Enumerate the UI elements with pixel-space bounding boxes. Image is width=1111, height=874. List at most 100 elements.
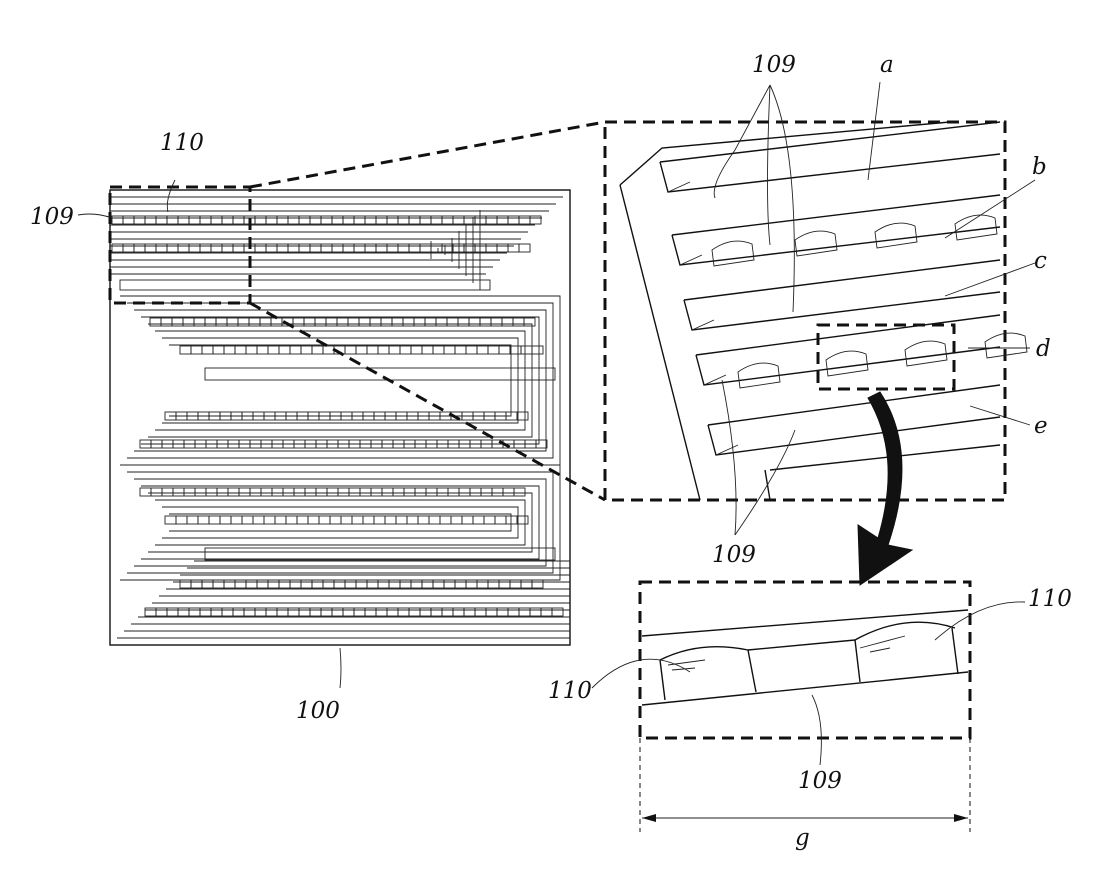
cell: [477, 346, 488, 354]
cell: [224, 580, 235, 588]
cell: [407, 516, 418, 524]
cell: [341, 516, 352, 524]
dim-arrow-left-icon: [642, 814, 656, 822]
fold-outline: [120, 465, 560, 580]
cell: [365, 608, 376, 616]
cell: [187, 516, 198, 524]
cell: [220, 516, 231, 524]
cell: [506, 516, 517, 524]
cell: [140, 488, 151, 496]
serpentine-structure: [110, 190, 570, 645]
cell: [422, 580, 433, 588]
cell: [519, 216, 530, 224]
cell: [356, 346, 367, 354]
cell: [442, 216, 453, 224]
cell: [189, 244, 200, 252]
cell: [321, 608, 332, 616]
cell: [283, 488, 294, 496]
cell: [294, 488, 305, 496]
cell: [475, 244, 486, 252]
cell: [308, 516, 319, 524]
cell: [156, 608, 167, 616]
cell: [213, 580, 224, 588]
cell: [268, 580, 279, 588]
cell: [521, 346, 532, 354]
cell: [365, 216, 376, 224]
cell: [162, 488, 173, 496]
cell: [348, 318, 359, 326]
cell: [480, 318, 491, 326]
detail-hatch: [668, 636, 905, 670]
cell: [227, 318, 238, 326]
cell: [420, 216, 431, 224]
cell: [266, 216, 277, 224]
detail-view-frame: [640, 582, 970, 738]
cell: [385, 516, 396, 524]
cell: [370, 318, 381, 326]
cell: [338, 488, 349, 496]
cell: [261, 488, 272, 496]
detail-bead-left: [660, 647, 748, 660]
label-g: g: [795, 825, 810, 851]
cell: [519, 608, 530, 616]
label-109-left: 109: [30, 204, 74, 230]
cell: [503, 488, 514, 496]
cell: [202, 580, 213, 588]
cell: [466, 580, 477, 588]
cell: [392, 318, 403, 326]
cell: [178, 216, 189, 224]
cell: [418, 516, 429, 524]
cell: [442, 608, 453, 616]
cell: [233, 216, 244, 224]
cell: [244, 608, 255, 616]
cell: [183, 318, 194, 326]
cell: [411, 580, 422, 588]
cell: [354, 608, 365, 616]
leader-e: [970, 406, 1030, 425]
cell: [532, 346, 543, 354]
cell: [492, 488, 503, 496]
cell: [530, 216, 541, 224]
cell: [431, 216, 442, 224]
cell: [173, 488, 184, 496]
cell: [486, 244, 497, 252]
label-109-top: 109: [752, 52, 796, 78]
cell: [288, 244, 299, 252]
cell: [497, 216, 508, 224]
cell: [246, 346, 257, 354]
cell: [332, 216, 343, 224]
cell: [352, 516, 363, 524]
cell: [398, 608, 409, 616]
cell: [409, 244, 420, 252]
detail-cell-edge: [952, 628, 958, 674]
fold-outline: [162, 507, 518, 538]
label-110-top: 110: [160, 130, 204, 156]
cell: [202, 346, 213, 354]
cell: [290, 346, 301, 354]
cell: [180, 580, 191, 588]
cell: [222, 244, 233, 252]
leader-109-left: [78, 214, 112, 218]
cell: [255, 608, 266, 616]
cell: [165, 516, 176, 524]
top-edge: [620, 122, 950, 185]
fold-outline: [141, 317, 539, 444]
label-a: a: [880, 52, 894, 78]
cell: [495, 516, 506, 524]
leader-109-c: [770, 85, 794, 312]
cell: [510, 346, 521, 354]
cell: [475, 608, 486, 616]
dim-arrow-right-icon: [954, 814, 968, 822]
cell: [257, 346, 268, 354]
cell: [211, 216, 222, 224]
detail-top-line: [642, 610, 968, 636]
cell: [180, 346, 191, 354]
cell: [167, 244, 178, 252]
cell: [222, 608, 233, 616]
shelf-top-edge: [672, 195, 1000, 235]
cell: [255, 216, 266, 224]
cell: [349, 488, 360, 496]
cell: [491, 318, 502, 326]
cell: [404, 488, 415, 496]
cell: [387, 216, 398, 224]
